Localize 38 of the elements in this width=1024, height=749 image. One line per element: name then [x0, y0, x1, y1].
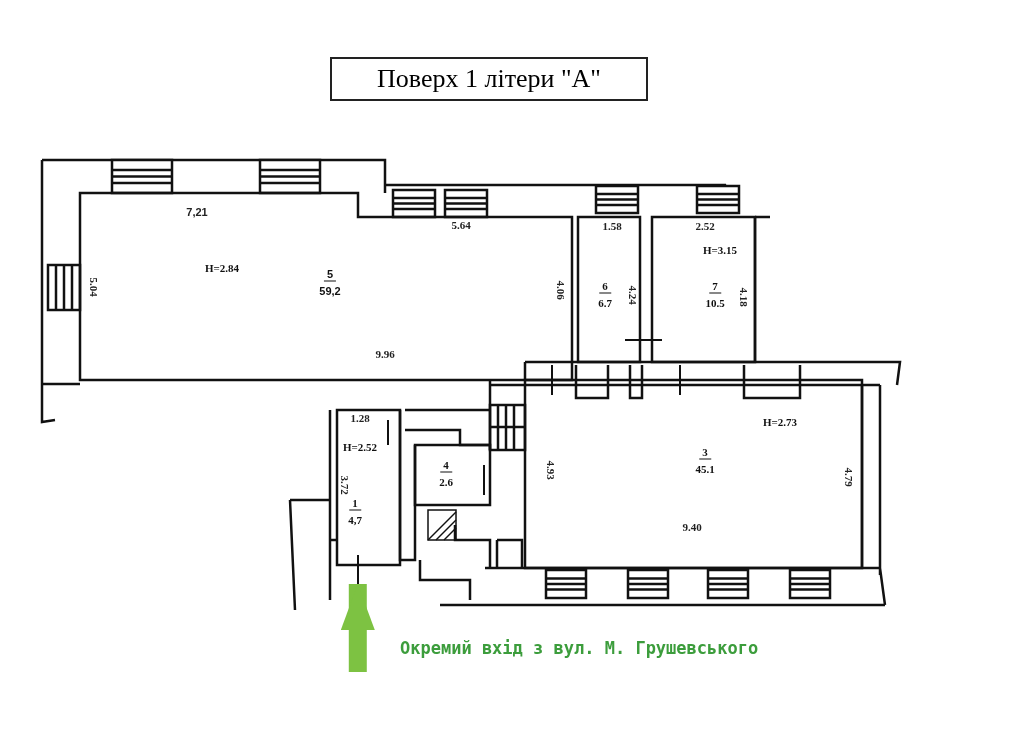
ceiling-height: H=2.52 — [342, 441, 378, 453]
dimension-label: 5.64 — [451, 219, 471, 231]
entrance-note: Окремий вхід з вул. М. Грушевського — [400, 640, 759, 657]
dimension-label: 4.24 — [626, 285, 638, 305]
dimension-label: 4.93 — [544, 460, 556, 480]
dimension-label: 4.18 — [737, 287, 749, 307]
room-area: 10.5 — [705, 297, 725, 309]
room — [80, 193, 572, 380]
room-area: 45.1 — [695, 463, 715, 475]
dimension-label: 1.28 — [350, 412, 370, 424]
entrance-arrow — [340, 584, 375, 672]
dimension-label: 3.72 — [338, 475, 350, 495]
room-number: 7 — [709, 280, 721, 294]
room-area: 2.6 — [439, 476, 453, 488]
dimension-label: 4.06 — [554, 280, 566, 300]
room — [525, 380, 862, 568]
ceiling-height: H=3.15 — [702, 244, 738, 256]
ceiling-height: H=2.73 — [762, 416, 798, 428]
room-number: 3 — [699, 446, 711, 460]
ceiling-height: H=2.84 — [204, 262, 240, 274]
room-number: 5 — [323, 268, 337, 282]
room-number: 4 — [440, 459, 452, 473]
dimension-label: 4.79 — [842, 467, 854, 487]
room-number: 6 — [599, 280, 611, 294]
dimension-label: 7,21 — [186, 206, 208, 218]
room — [415, 445, 490, 505]
dimension-label: 9.40 — [682, 521, 702, 533]
room — [578, 217, 640, 362]
title-frame: Поверх 1 літери "А" — [330, 57, 648, 101]
room-area: 4,7 — [348, 514, 362, 526]
dimension-label: 5.04 — [87, 277, 99, 297]
dimension-label: 1.58 — [602, 220, 622, 232]
room — [652, 217, 755, 362]
dimension-label: 9.96 — [375, 348, 395, 360]
room-number: 1 — [349, 497, 361, 511]
room-area: 59,2 — [319, 285, 341, 297]
room-area: 6.7 — [598, 297, 612, 309]
dimension-label: 2.52 — [695, 220, 715, 232]
